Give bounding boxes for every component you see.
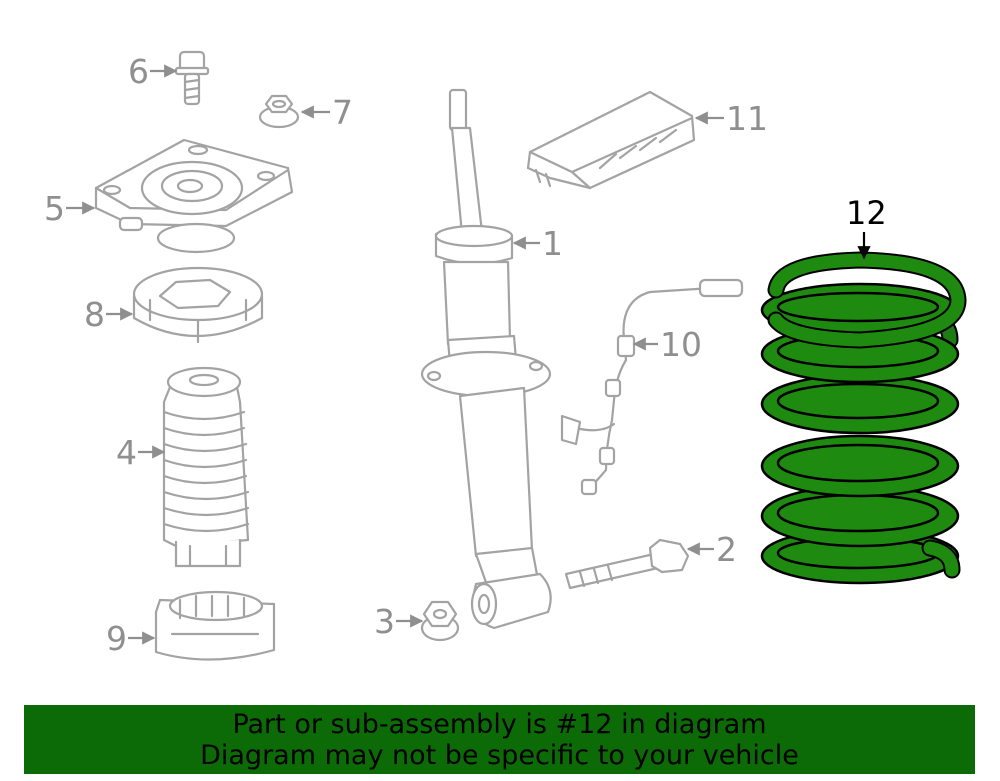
callout-label: 8	[84, 295, 105, 334]
banner-line-1: Part or sub-assembly is #12 in diagram	[232, 708, 767, 740]
callout-4: 4	[116, 433, 166, 472]
callout-label: 11	[726, 99, 768, 138]
callout-12: 12	[846, 194, 887, 260]
callout-1: 1	[512, 224, 563, 263]
callout-7: 7	[300, 93, 353, 132]
callout-2: 2	[686, 530, 737, 569]
callout-label: 7	[332, 93, 353, 132]
info-banner: Part or sub-assembly is #12 in diagram D…	[24, 705, 975, 774]
part-3-nut[interactable]	[420, 600, 460, 642]
part-9-lower-isolator[interactable]	[154, 590, 276, 661]
callout-9: 9	[106, 619, 156, 658]
part-11-module[interactable]	[526, 90, 696, 190]
callout-label: 9	[106, 619, 127, 658]
callout-label: 10	[660, 325, 702, 364]
callout-label: 2	[716, 530, 737, 569]
coil-turn-inner	[776, 443, 940, 483]
coil-top-turn-fill	[769, 253, 965, 347]
callout-11: 11	[694, 99, 768, 138]
part-7-nut[interactable]	[258, 94, 300, 129]
coil-turn-inner	[776, 493, 940, 533]
callout-3: 3	[374, 602, 424, 641]
callout-label: 12	[846, 194, 887, 232]
coil-turn-inner	[776, 291, 940, 323]
callout-label: 6	[128, 52, 149, 91]
callout-10: 10	[632, 325, 702, 364]
part-12-coil-spring[interactable]	[760, 251, 967, 585]
part-8-spring-seat[interactable]	[132, 266, 264, 344]
callout-5: 5	[44, 189, 96, 228]
callout-label: 3	[374, 602, 395, 641]
part-2-bolt[interactable]	[564, 538, 690, 590]
coil-turn-inner	[776, 382, 940, 420]
part-1-shock-absorber[interactable]	[420, 88, 552, 630]
callout-8: 8	[84, 295, 134, 334]
part-10-wire-harness[interactable]	[560, 278, 744, 496]
callout-6: 6	[128, 52, 178, 91]
callout-label: 5	[44, 189, 65, 228]
callout-label: 4	[116, 433, 137, 472]
part-6-bolt[interactable]	[174, 50, 210, 106]
callout-label: 1	[542, 224, 563, 263]
part-4-dust-boot[interactable]	[162, 366, 250, 568]
banner-line-2: Diagram may not be specific to your vehi…	[200, 739, 799, 771]
part-5-upper-mount[interactable]	[94, 138, 294, 254]
coil-spring-turns	[760, 251, 967, 585]
